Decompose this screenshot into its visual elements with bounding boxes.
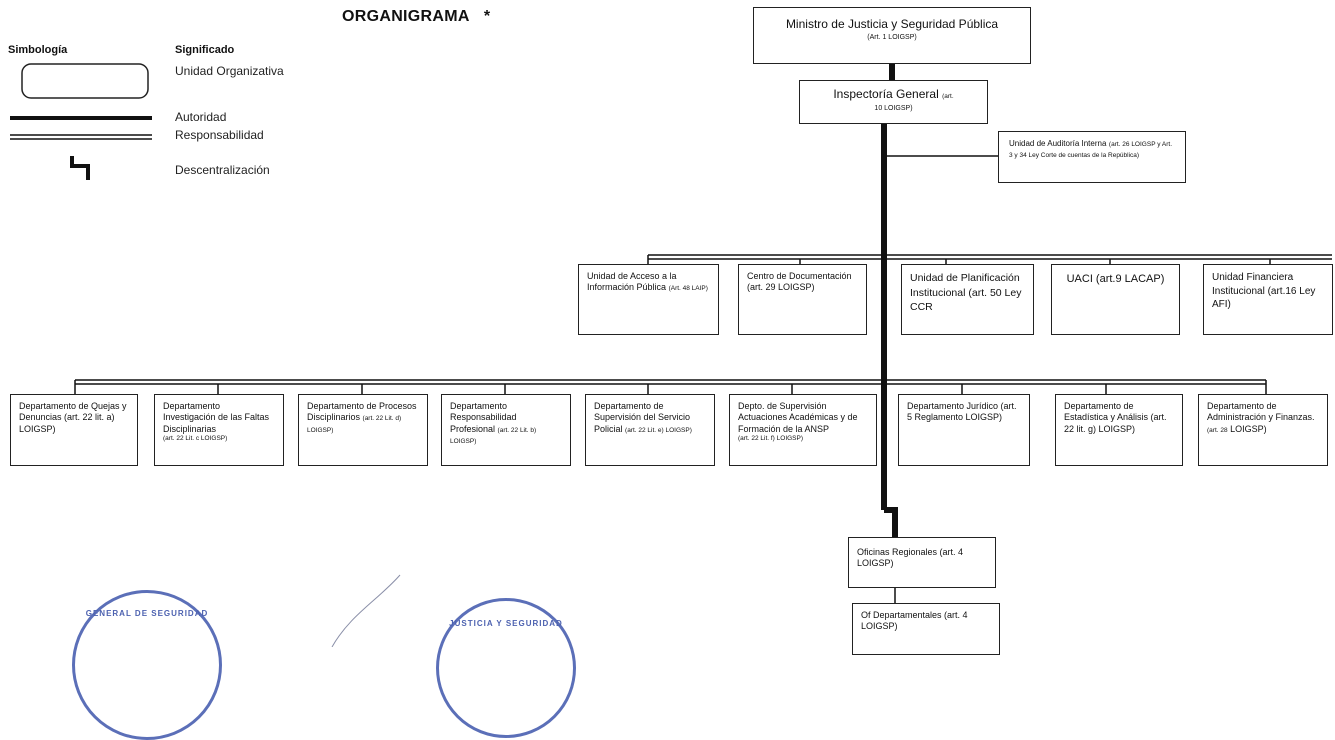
node-quejas-denuncias: Departamento de Quejas y Denuncias (art.…	[10, 394, 138, 466]
node-oficinas-departamentales: Of Departamentales (art. 4 LOIGSP)	[852, 603, 1000, 655]
node-supervision-policial: Departamento de Supervisión del Servicio…	[585, 394, 715, 466]
node-centro-documentacion: Centro de Documentación (art. 29 LOIGSP)	[738, 264, 867, 335]
node-ministerio: Ministro de Justicia y Seguridad Pública…	[753, 7, 1031, 64]
legend-meaning-header: Significado	[175, 44, 235, 56]
legend-symbol-header: Simbología	[8, 44, 68, 56]
legend-unit-symbol	[21, 63, 149, 99]
node-inspectoria: Inspectoría General (art. 10 LOIGSP)	[799, 80, 988, 124]
institution-seal-left: GENERAL DE SEGURIDAD	[72, 590, 222, 740]
node-unidad-financiera: Unidad Financiera Institucional (art.16 …	[1203, 264, 1333, 335]
decentralization-connector	[884, 507, 898, 537]
node-auditoria: Unidad de Auditoría Interna (art. 26 LOI…	[998, 131, 1186, 183]
node-administracion-finanzas: Departamento de Administración y Finanza…	[1198, 394, 1328, 466]
legend-unit-label: Unidad Organizativa	[175, 64, 284, 78]
legend-authority-label: Autoridad	[175, 110, 227, 124]
node-procesos-disciplinarios: Departamento de Procesos Disciplinarios …	[298, 394, 428, 466]
node-responsabilidad-profesional: Departamento Responsabilidad Profesional…	[441, 394, 571, 466]
node-supervision-academicas: Depto. de Supervisión Actuaciones Académ…	[729, 394, 877, 466]
page-title: ORGANIGRAMA *	[342, 8, 491, 25]
node-acceso-informacion: Unidad de Acceso a la Información Públic…	[578, 264, 719, 335]
node-planificacion: Unidad de Planificación Institucional (a…	[901, 264, 1034, 335]
node-estadistica-analisis: Departamento de Estadística y Análisis (…	[1055, 394, 1183, 466]
node-oficinas-regionales: Oficinas Regionales (art. 4 LOIGSP)	[848, 537, 996, 588]
legend-decentralization-label: Descentralización	[175, 163, 270, 177]
signature-stroke	[331, 574, 401, 647]
org-connectors	[10, 63, 1332, 647]
institution-seal-right: JUSTICIA Y SEGURIDAD	[436, 598, 576, 738]
legend-decentralization-symbol	[70, 156, 90, 180]
legend-responsibility-label: Responsabilidad	[175, 128, 264, 142]
node-uaci: UACI (art.9 LACAP)	[1051, 264, 1180, 335]
node-departamento-juridico: Departamento Jurídico (art. 5 Reglamento…	[898, 394, 1030, 466]
node-investigacion-faltas: Departamento Investigación de las Faltas…	[154, 394, 284, 466]
